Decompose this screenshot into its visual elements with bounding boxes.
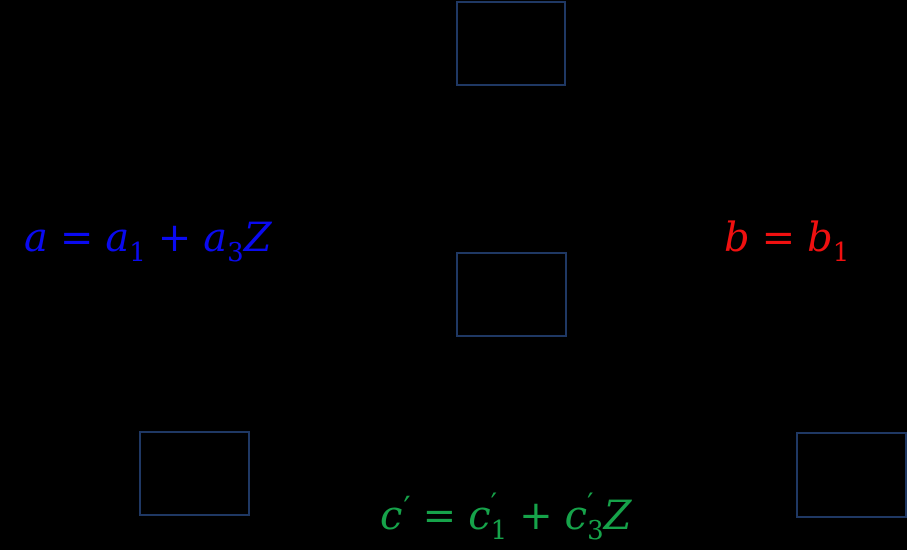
node-top[interactable] — [456, 1, 566, 86]
eq-a-term1-var: a — [105, 215, 130, 261]
eq-c-term2-var: c — [564, 493, 588, 539]
node-bottom-right[interactable] — [796, 432, 907, 518]
eq-c-term1-sub: 1 — [490, 516, 508, 546]
eq-c-plus: + — [519, 493, 553, 539]
eq-a-term1-sub: 1 — [129, 238, 146, 268]
eq-a-plus: + — [157, 215, 192, 261]
eq-a-equals: = — [59, 215, 94, 261]
eq-b-term1-var: b — [807, 215, 833, 261]
equation-c-prime: c′=c′1+c′3Z — [380, 489, 632, 545]
eq-c-equals: = — [422, 493, 457, 539]
eq-a-lhs: a — [24, 215, 48, 261]
node-bottom-left[interactable] — [139, 431, 250, 516]
eq-b-equals: = — [761, 215, 796, 261]
equation-a: a=a1+a3Z — [24, 215, 272, 266]
eq-a-term2-z: Z — [243, 215, 272, 261]
eq-c-term2-prime: ′ — [587, 487, 594, 520]
eq-b-lhs: b — [724, 215, 750, 261]
node-middle[interactable] — [456, 252, 567, 337]
eq-a-term2-var: a — [203, 215, 228, 261]
eq-c-term1-scripts: ′1 — [491, 490, 508, 545]
eq-c-term2-z: Z — [603, 493, 632, 539]
eq-c-term2-sub: 3 — [587, 516, 604, 546]
equation-b: b=b1 — [724, 215, 849, 266]
eq-a-term2-sub: 3 — [227, 238, 244, 268]
eq-c-lhs-prime: ′ — [403, 489, 411, 527]
eq-c-term1-prime: ′ — [490, 487, 497, 520]
eq-c-term1-var: c — [468, 493, 491, 539]
eq-b-term1-sub: 1 — [832, 238, 850, 268]
eq-c-term2-scripts: ′3 — [587, 490, 604, 545]
eq-c-lhs: c — [380, 493, 403, 539]
